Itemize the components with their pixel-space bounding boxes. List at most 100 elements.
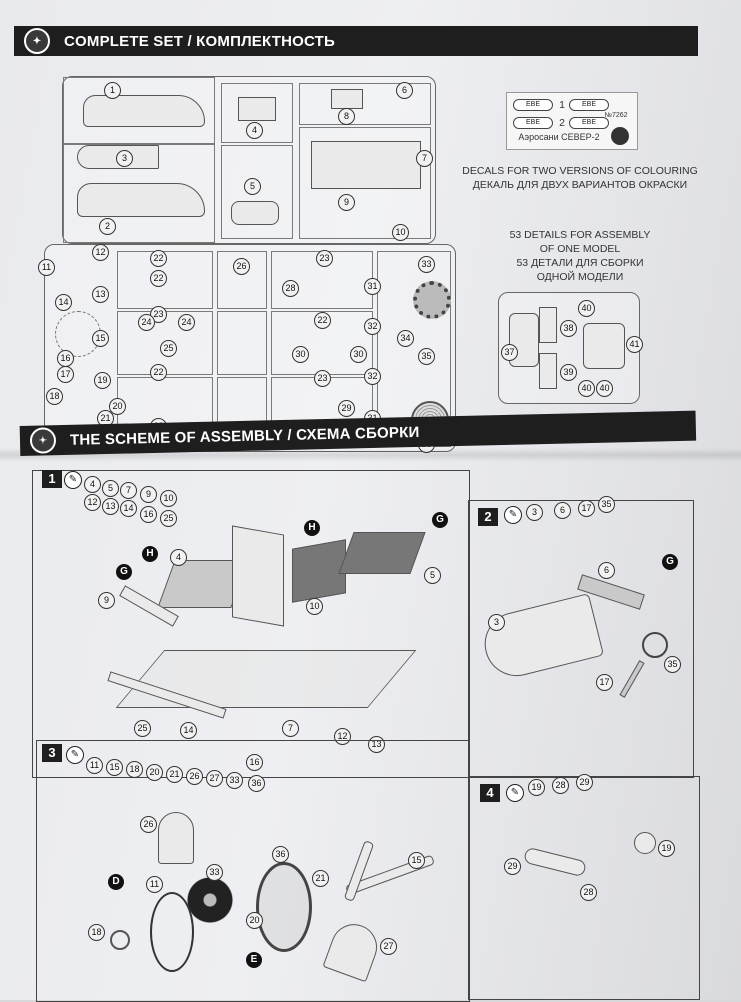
callout-number: 28 (580, 884, 597, 901)
callout-number: 11 (146, 876, 163, 893)
glue-point-marker: E (246, 952, 262, 968)
callout-number: 27 (380, 938, 397, 955)
sprue-b-cell (217, 311, 267, 375)
window-part (539, 307, 557, 343)
part-number: 5 (244, 178, 261, 195)
part-number: 40 (578, 380, 595, 397)
step-part-number: 29 (576, 774, 593, 791)
part-number: 30 (350, 346, 367, 363)
part-number: 23 (316, 250, 333, 267)
part-number: 38 (560, 320, 577, 337)
part-number: 41 (626, 336, 643, 353)
part-number: 22 (150, 270, 167, 287)
glue-icon: ✎ (504, 506, 522, 524)
decal-emblem-1: ЕВЕ (513, 99, 553, 111)
rear-seat-part (338, 532, 426, 574)
part-number: 13 (92, 286, 109, 303)
seat-back-part (231, 201, 279, 225)
part-number: 33 (418, 256, 435, 273)
part-number: 23 (314, 370, 331, 387)
decal-emblem-2b: ЕВЕ (569, 117, 609, 129)
callout-number: 25 (134, 720, 151, 737)
step-part-number: 21 (166, 766, 183, 783)
decal-version-1: 1 (559, 99, 565, 111)
callout-number: 18 (88, 924, 105, 941)
step-part-number: 10 (160, 490, 177, 507)
glue-point-marker: G (116, 564, 132, 580)
step-part-number: 36 (248, 775, 265, 792)
frame-part (311, 141, 421, 189)
glue-icon: ✎ (66, 746, 84, 764)
callout-number: 14 (180, 722, 197, 739)
floor-frame-part (115, 650, 417, 708)
sprue-a-cell (221, 83, 293, 143)
step-part-number: 25 (160, 510, 177, 527)
part-number: 8 (338, 108, 355, 125)
glue-point-marker: G (662, 554, 678, 570)
decal-version-2: 2 (559, 117, 565, 129)
part-number: 1 (104, 82, 121, 99)
callout-number: 7 (282, 720, 299, 737)
part-number: 26 (233, 258, 250, 275)
part-number: 20 (109, 398, 126, 415)
seat-part (238, 97, 276, 121)
step-part-number: 18 (126, 761, 143, 778)
glue-icon: ✎ (64, 471, 82, 489)
callout-number: 35 (664, 656, 681, 673)
hull-top-part (83, 95, 205, 127)
part-number: 37 (501, 344, 518, 361)
step-4-number: 4 (480, 784, 500, 802)
callout-number: 16 (246, 754, 263, 771)
mount-bolt-part (110, 930, 130, 950)
sprue-a-cell (299, 83, 431, 125)
step-part-number: 19 (528, 779, 545, 796)
step-part-number: 15 (106, 759, 123, 776)
brand-logo-icon: ✦ (29, 427, 57, 454)
callout-number: 3 (488, 614, 505, 631)
details-line-1: 53 DETAILS FOR ASSEMBLY (509, 229, 651, 241)
step-1-number: 1 (42, 470, 62, 488)
part-number: 17 (57, 366, 74, 383)
step-part-number: 35 (598, 496, 615, 513)
part-number: 6 (396, 82, 413, 99)
part-number: 32 (364, 318, 381, 335)
decal-caption-ru: ДЕКАЛЬ ДЛЯ ДВУХ ВАРИАНТОВ ОКРАСКИ (472, 179, 688, 191)
part-number: 28 (282, 280, 299, 297)
part-number: 4 (246, 122, 263, 139)
canopy-part (583, 323, 625, 369)
callout-number: 21 (312, 870, 329, 887)
sprue-b-cell (217, 251, 267, 309)
callout-number: 26 (140, 816, 157, 833)
glue-point-marker: D (108, 874, 124, 890)
part-number: 22 (150, 364, 167, 381)
part-number: 12 (92, 244, 109, 261)
step-part-number: 26 (186, 768, 203, 785)
step-part-number: 13 (102, 498, 119, 515)
decal-model-name: Аэросани СЕВЕР-2 (518, 132, 600, 142)
step-part-number: 28 (552, 777, 569, 794)
part-number: 14 (55, 294, 72, 311)
decal-roundel-icon (611, 127, 629, 145)
radial-engine-part (186, 876, 234, 924)
callout-number: 10 (306, 598, 323, 615)
side-panel-part (292, 539, 346, 603)
assembly-title: THE SCHEME OF ASSEMBLY / СХЕМА СБОРКИ (69, 423, 420, 449)
step-part-number: 33 (226, 772, 243, 789)
glue-point-marker: G (432, 512, 448, 528)
callout-number: 6 (598, 562, 615, 579)
step-3-number: 3 (42, 744, 62, 762)
part-number: 9 (338, 194, 355, 211)
part-number: 30 (292, 346, 309, 363)
glue-point-marker: H (142, 546, 158, 562)
sprue-c (498, 292, 640, 404)
part-number: 34 (397, 330, 414, 347)
dash-part (331, 89, 363, 109)
step-part-number: 16 (140, 506, 157, 523)
part-number: 16 (57, 350, 74, 367)
callout-number: 36 (272, 846, 289, 863)
step-part-number: 7 (120, 482, 137, 499)
part-number: 10 (392, 224, 409, 241)
step-part-number: 5 (102, 480, 119, 497)
part-number: 32 (364, 368, 381, 385)
